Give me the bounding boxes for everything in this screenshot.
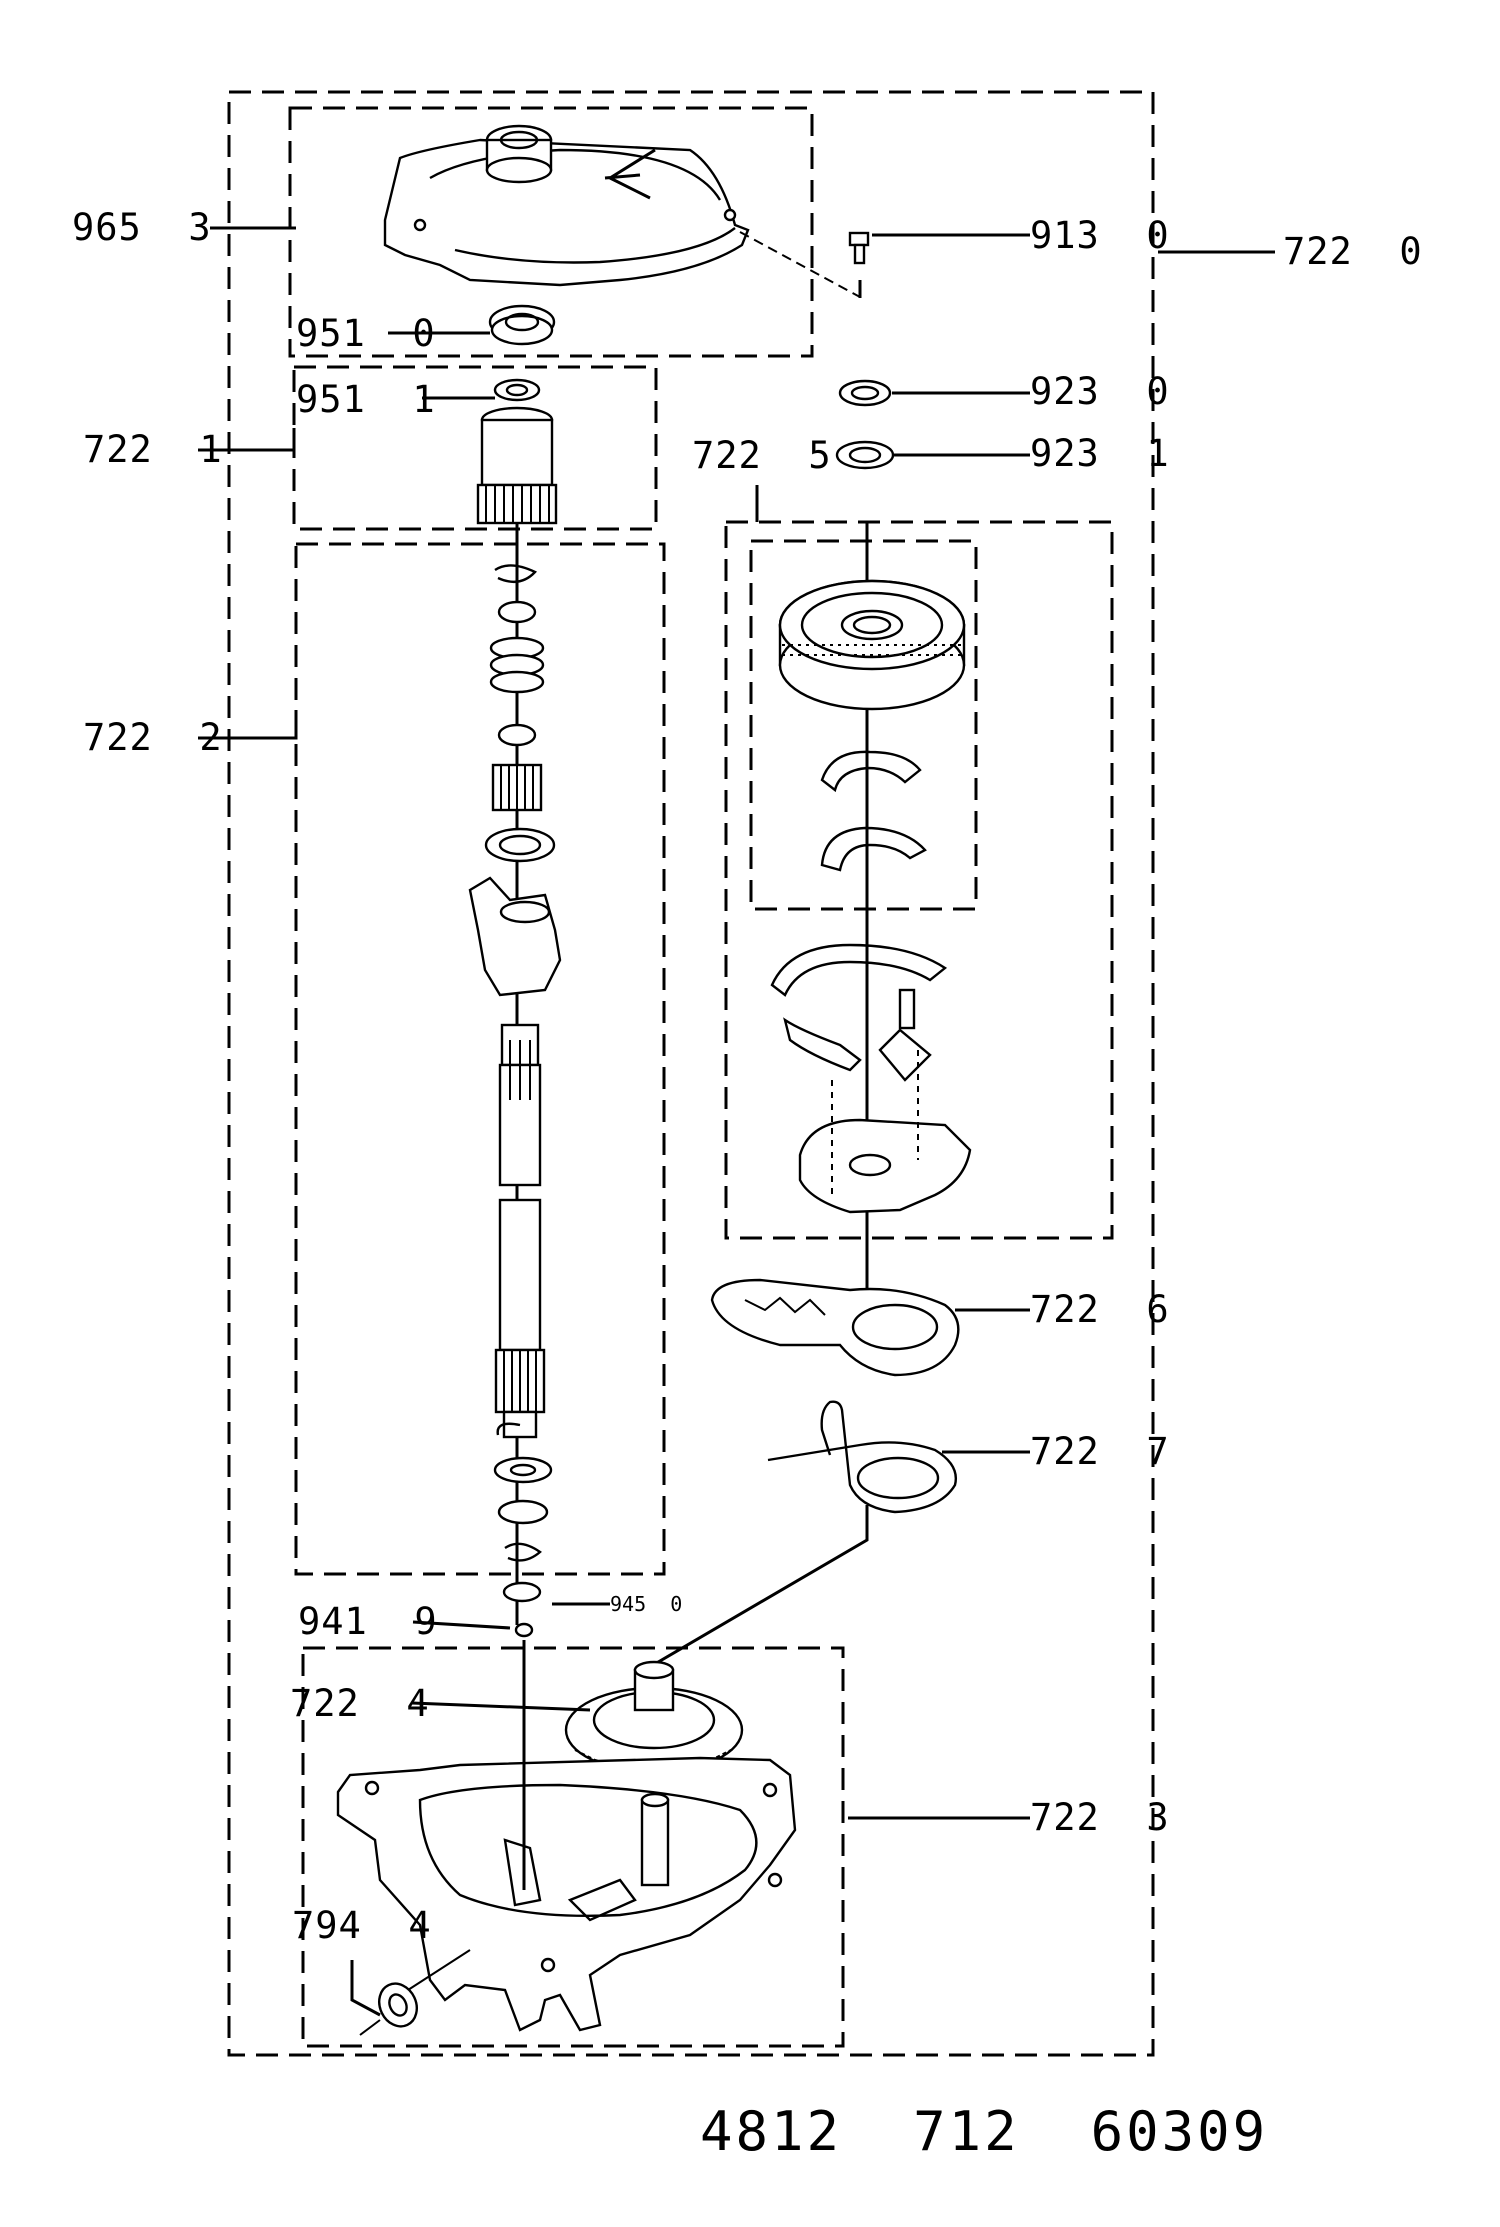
leader-lines [198,226,1275,2017]
label-965-3: 965 3 [72,206,212,249]
label-951-1: 951 1 [296,378,436,421]
box-cover-9653 [288,106,814,358]
label-951-0: 951 0 [296,312,436,355]
label-945-0: 945 0 [610,1592,682,1616]
washer-9230-part [838,379,892,407]
gear-group-parts [770,522,972,1300]
washer-9231-part [835,440,895,470]
part-labels: 965 3 913 0 722 0 951 0 951 1 722 1 923 … [72,206,1423,1947]
label-794-4: 794 4 [292,1904,432,1947]
seal-7944-part [359,1949,471,2036]
label-722-2: 722 2 [83,716,223,759]
box-housing-7223 [301,1646,845,2048]
label-722-3: 722 3 [1030,1796,1170,1839]
label-722-1: 722 1 [83,428,223,471]
label-923-0: 923 0 [1030,370,1170,413]
label-913-0: 913 0 [1030,214,1170,257]
box-gear-group-7225 [724,520,1114,1240]
label-923-1: 923 1 [1030,432,1170,475]
bearing-9510-part [488,304,556,346]
label-722-7: 722 7 [1030,1430,1170,1473]
box-gear-inner [749,539,978,911]
connector-line [647,1515,869,1670]
group-boxes [227,90,1155,2057]
label-722-4: 722 4 [290,1682,430,1725]
label-722-0: 722 0 [1283,230,1423,273]
label-941-9: 941 9 [298,1600,438,1643]
label-722-6: 722 6 [1030,1288,1170,1331]
screw-part [739,231,870,298]
top-cover-part [383,124,750,287]
shaft-upper-part [476,406,558,525]
fork-7227-part [767,1400,957,1515]
lower-gear-7224-part [564,1660,744,1774]
box-assembly-7220 [227,90,1155,2057]
lever-7226-part [710,1278,960,1377]
shaft-stack-parts [468,523,562,1668]
document-number: 4812 712 60309 [700,2100,1268,2163]
label-722-5: 722 5 [692,434,832,477]
bushing-9511-part [493,378,541,402]
box-shaft-7222 [294,542,666,1576]
